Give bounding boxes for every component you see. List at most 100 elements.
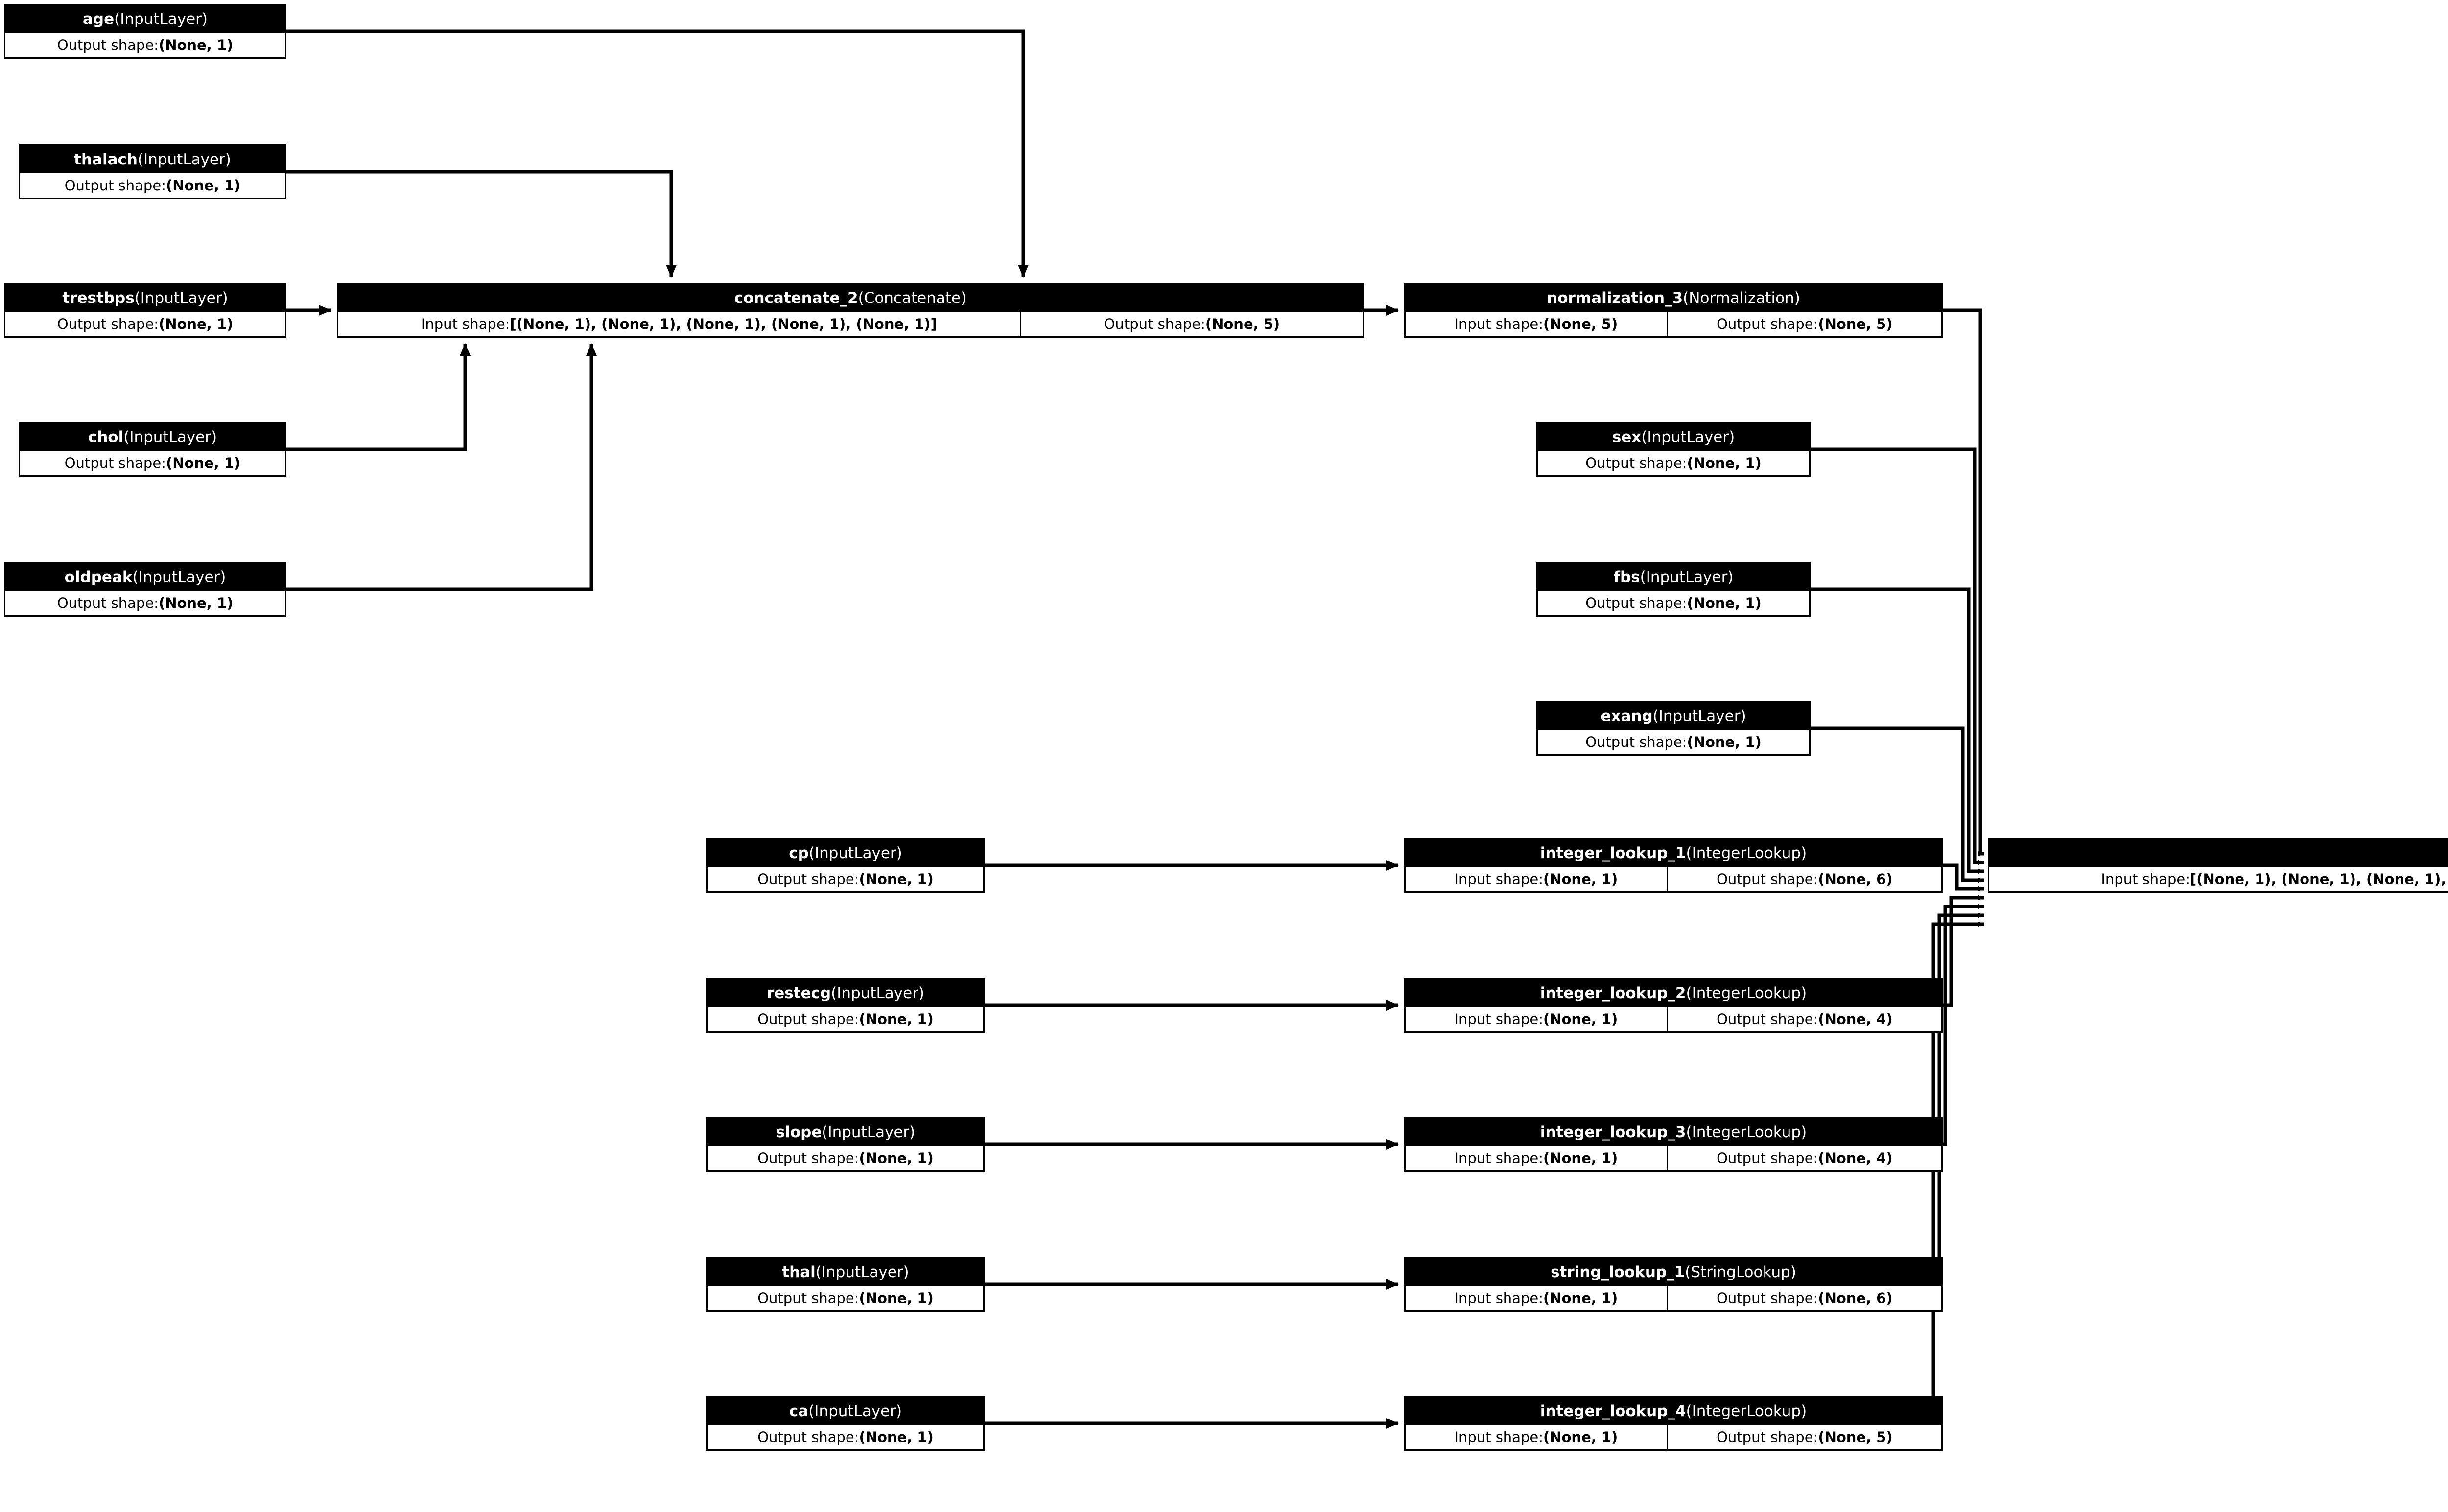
node-title-trestbps: trestbps(InputLayer) (5, 284, 285, 312)
node-thal[interactable]: thal(InputLayer)Output shape:(None, 1) (706, 1257, 985, 1312)
node-layer-name: normalization_3 (1547, 289, 1683, 307)
node-oldpeak[interactable]: oldpeak(InputLayer) Output shape:(None, 1… (4, 562, 286, 617)
node-integer_lookup_3[interactable]: integer_lookup_3(IntegerLookup)Input sha… (1404, 1117, 1943, 1172)
node-title-slope: slope(InputLayer) (708, 1118, 983, 1146)
output-shape-cell-normalization_3: Output shape:(None, 5) (1668, 312, 1942, 336)
output-shape-cell-fbs: Output shape:(None, 1) (1538, 591, 1809, 615)
node-normalization_3[interactable]: normalization_3(Normalization) Input shap… (1404, 283, 1943, 338)
shape-value: (None, 5) (1818, 316, 1893, 332)
node-chol[interactable]: chol(InputLayer)Output shape:(None, 1) (19, 422, 286, 477)
node-integer_lookup_1[interactable]: integer_lookup_1(IntegerLookup) Input sha… (1404, 838, 1943, 893)
shape-label: Output shape: (757, 1290, 859, 1306)
shape-label: Input shape: (2101, 871, 2190, 887)
node-layer-type: (Concatenate) (858, 289, 967, 307)
output-shape-cell-ca: Output shape:(None, 1) (708, 1425, 983, 1449)
node-layer-type: (InputLayer) (134, 289, 228, 307)
node-layer-type: (InputLayer) (1640, 568, 1734, 586)
node-layer-type: (IntegerLookup) (1686, 1402, 1807, 1420)
output-shape-cell-oldpeak: Output shape:(None, 1) (5, 591, 285, 615)
node-layer-name: sex (1612, 428, 1642, 446)
shape-value: [(None, 1), (None, 1), (None, 1), (None,… (510, 316, 937, 332)
node-title-normalization_3: normalization_3(Normalization) (1406, 284, 1941, 312)
shape-value: (None, 1) (1543, 1290, 1618, 1306)
node-age[interactable]: age(InputLayer)Output shape:(None, 1) (4, 4, 286, 59)
output-shape-cell-trestbps: Output shape:(None, 1) (5, 312, 285, 336)
node-layer-name: thal (782, 1263, 816, 1281)
node-layer-type: (InputLayer) (114, 10, 208, 28)
shape-label: Output shape: (57, 595, 159, 611)
node-sex[interactable]: sex(InputLayer)Output shape:(None, 1) (1536, 422, 1811, 477)
node-body-age: Output shape:(None, 1) (5, 33, 285, 57)
node-title-exang: exang(InputLayer) (1538, 702, 1809, 730)
node-ca[interactable]: ca(InputLayer)Output shape:(None, 1) (706, 1396, 985, 1451)
node-body-exang: Output shape:(None, 1) (1538, 730, 1809, 754)
node-layer-type: (IntegerLookup) (1686, 1123, 1807, 1141)
shape-label: Output shape: (1717, 1150, 1818, 1166)
node-layer-name: trestbps (62, 289, 135, 307)
node-layer-type: (InputLayer) (815, 1263, 909, 1281)
node-layer-type: (InputLayer) (1652, 707, 1746, 725)
shape-value: [(None, 1), (None, 1), (None, 1), (None,… (2189, 871, 2448, 887)
node-body-integer_lookup_2: Input shape:(None, 1)Output shape:(None,… (1406, 1007, 1942, 1031)
output-shape-cell-thalach: Output shape:(None, 1) (20, 173, 285, 198)
node-concatenate_2[interactable]: concatenate_2(Concatenate)Input shape:[(… (337, 283, 1364, 338)
shape-label: Input shape: (1454, 1290, 1543, 1306)
node-body-trestbps: Output shape:(None, 1) (5, 312, 285, 336)
edge-normalization_3-to-concatenate_3 (1943, 308, 1984, 856)
node-concatenate_3[interactable]: concatenate_3(Concatenate)Input shape:[(… (1988, 838, 2448, 893)
shape-value: (None, 4) (1818, 1011, 1893, 1027)
shape-value: (None, 6) (1818, 871, 1893, 887)
output-shape-cell-exang: Output shape:(None, 1) (1538, 730, 1809, 754)
shape-label: Output shape: (1717, 1290, 1818, 1306)
shape-value: (None, 1) (1543, 1150, 1618, 1166)
shape-label: Output shape: (57, 316, 159, 332)
edge-integer_lookup_1-to-concatenate_3 (1943, 863, 1984, 891)
shape-value: (None, 1) (165, 455, 241, 471)
node-layer-type: (InputLayer) (822, 1123, 916, 1141)
node-layer-name: integer_lookup_4 (1540, 1402, 1686, 1420)
node-slope[interactable]: slope(InputLayer)Output shape:(None, 1) (706, 1117, 985, 1172)
node-cp[interactable]: cp(InputLayer)Output shape:(None, 1) (706, 838, 985, 893)
node-thalach[interactable]: thalach(InputLayer)Output shape:(None, 1… (19, 144, 286, 199)
edge-integer_lookup_2-to-concatenate_3 (1943, 895, 1984, 1007)
node-title-thal: thal(InputLayer) (708, 1258, 983, 1286)
node-layer-name: exang (1601, 707, 1653, 725)
shape-value: (None, 1) (1687, 455, 1762, 471)
shape-label: Output shape: (64, 455, 166, 471)
input-shape-cell-integer_lookup_3: Input shape:(None, 1) (1406, 1146, 1667, 1170)
node-layer-name: integer_lookup_1 (1540, 844, 1686, 862)
node-fbs[interactable]: fbs(InputLayer)Output shape:(None, 1) (1536, 562, 1811, 617)
shape-value: (None, 1) (158, 37, 234, 53)
node-layer-name: restecg (766, 984, 831, 1002)
node-integer_lookup_4[interactable]: integer_lookup_4(IntegerLookup)Input sha… (1404, 1396, 1943, 1451)
input-shape-cell-concatenate_3: Input shape:[(None, 1), (None, 1), (None… (1989, 867, 2448, 891)
node-trestbps[interactable]: trestbps(InputLayer)Output shape:(None, … (4, 283, 286, 338)
node-body-slope: Output shape:(None, 1) (708, 1146, 983, 1170)
output-shape-cell-restecg: Output shape:(None, 1) (708, 1007, 983, 1031)
input-shape-cell-integer_lookup_4: Input shape:(None, 1) (1406, 1425, 1667, 1449)
node-layer-type: (InputLayer) (132, 568, 226, 586)
node-body-cp: Output shape:(None, 1) (708, 867, 983, 891)
node-layer-type: (InputLayer) (123, 428, 217, 446)
node-string_lookup_1[interactable]: string_lookup_1(StringLookup)Input shape… (1404, 1257, 1943, 1312)
shape-label: Input shape: (1454, 316, 1543, 332)
node-exang[interactable]: exang(InputLayer)Output shape:(None, 1) (1536, 701, 1811, 756)
node-title-concatenate_3: concatenate_3(Concatenate) (1989, 839, 2448, 867)
node-title-ca: ca(InputLayer) (708, 1397, 983, 1425)
input-shape-cell-concatenate_2: Input shape:[(None, 1), (None, 1), (None… (338, 312, 1020, 336)
node-title-thalach: thalach(InputLayer) (20, 146, 285, 173)
node-layer-name: oldpeak (64, 568, 133, 586)
shape-value: (None, 6) (1818, 1290, 1893, 1306)
node-restecg[interactable]: restecg(InputLayer)Output shape:(None, 1… (706, 978, 985, 1033)
shape-value: (None, 1) (859, 1150, 934, 1166)
node-layer-type: (IntegerLookup) (1686, 844, 1807, 862)
node-title-integer_lookup_2: integer_lookup_2(IntegerLookup) (1406, 979, 1941, 1007)
shape-label: Output shape: (1717, 871, 1818, 887)
node-title-integer_lookup_4: integer_lookup_4(IntegerLookup) (1406, 1397, 1941, 1425)
node-title-cp: cp(InputLayer) (708, 839, 983, 867)
input-shape-cell-integer_lookup_1: Input shape:(None, 1) (1406, 867, 1667, 891)
node-title-sex: sex(InputLayer) (1538, 423, 1809, 451)
shape-value: (None, 1) (1543, 1011, 1618, 1027)
node-integer_lookup_2[interactable]: integer_lookup_2(IntegerLookup)Input sha… (1404, 978, 1943, 1033)
